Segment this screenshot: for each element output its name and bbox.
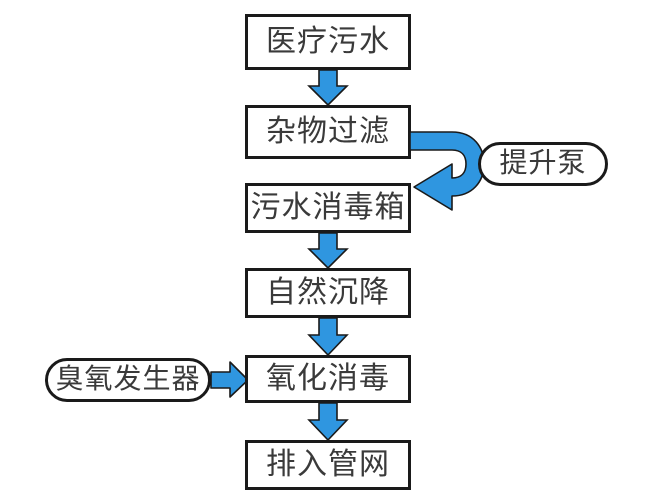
arrow-down-4 [307,402,349,442]
node-discharge-to-pipe-network[interactable]: 排入管网 [245,440,411,490]
node-label: 臭氧发生器 [55,364,201,395]
arrow-curved-lift-pump [409,131,485,211]
arrow-down-2 [307,232,349,270]
node-natural-settling[interactable]: 自然沉降 [245,268,411,318]
arrow-down-1 [307,69,349,107]
node-oxidation-disinfection[interactable]: 氧化消毒 [245,355,411,403]
node-label: 自然沉降 [266,276,390,309]
node-medical-wastewater[interactable]: 医疗污水 [245,14,411,70]
node-label: 提升泵 [499,148,587,179]
arrow-down-3 [307,317,349,357]
node-label: 医疗污水 [266,25,390,58]
node-sewage-disinfection-tank[interactable]: 污水消毒箱 [245,183,411,233]
node-lift-pump[interactable]: 提升泵 [478,142,608,186]
node-label: 排入管网 [266,448,390,481]
arrow-right-ozone [210,361,249,398]
node-label: 氧化消毒 [266,362,390,395]
node-label: 污水消毒箱 [250,191,406,224]
node-debris-filter[interactable]: 杂物过滤 [245,105,411,159]
node-ozone-generator[interactable]: 臭氧发生器 [45,358,211,402]
node-label: 杂物过滤 [266,115,390,148]
